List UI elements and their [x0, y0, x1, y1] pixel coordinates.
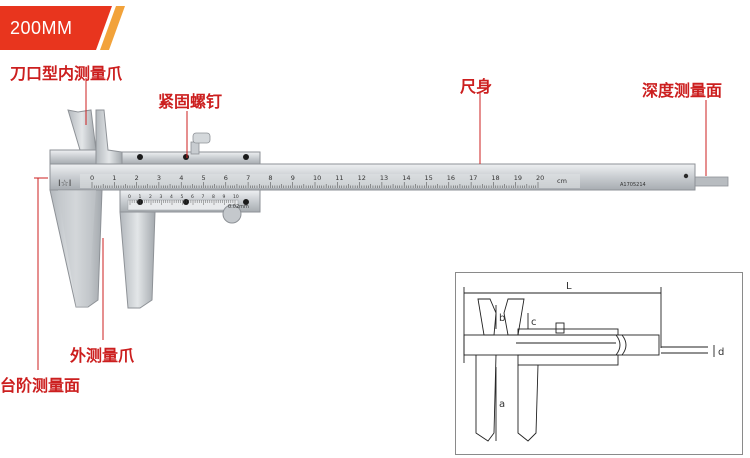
- size-badge: 200MM: [0, 6, 125, 50]
- scale-number: 14: [402, 174, 410, 182]
- vernier-note: 0.02mm: [228, 204, 249, 210]
- scale-number: 10: [313, 174, 321, 182]
- scale-number: 19: [514, 174, 522, 182]
- vernier-number: 6: [191, 194, 194, 200]
- dim-c: c: [531, 317, 537, 328]
- inner-jaw-moving: [95, 109, 123, 165]
- dim-a: a: [499, 399, 505, 410]
- label-outer-jaw: 外测量爪: [70, 346, 135, 365]
- scale-number: 3: [157, 174, 161, 182]
- scale-number: 16: [447, 174, 455, 182]
- scale-number: 13: [380, 174, 388, 182]
- vernier-number: 1: [139, 194, 142, 200]
- size-badge-text: 200MM: [10, 18, 73, 38]
- thumb-roller: [222, 204, 242, 224]
- vernier-number: 5: [181, 194, 184, 200]
- inner-jaw-fixed: [67, 109, 97, 151]
- dim-d: d: [718, 347, 724, 358]
- scale-number: 6: [224, 174, 228, 182]
- label-inner-jaw: 刀口型内测量爪: [10, 64, 123, 83]
- scale-number: 5: [202, 174, 206, 182]
- scale-number: 7: [246, 174, 250, 182]
- scale-number: 1: [112, 174, 116, 182]
- label-lock-screw: 紧固螺钉: [158, 92, 223, 111]
- scale-number: 2: [135, 174, 139, 182]
- scale-number: 17: [469, 174, 477, 182]
- scale-number: 4: [179, 174, 183, 182]
- badge-shape: [0, 6, 125, 50]
- vernier-number: 2: [149, 194, 152, 200]
- vernier-number: 8: [212, 194, 215, 200]
- label-depth-face: 深度测量面: [642, 81, 723, 100]
- lock-screw: [192, 132, 211, 144]
- dimension-drawing-svg: L b c d a: [463, 281, 724, 442]
- vernier-number: 3: [160, 194, 163, 200]
- vernier-number: 10: [233, 194, 239, 200]
- label-main-beam: 尺身: [460, 77, 493, 96]
- leader-lines: [34, 78, 707, 370]
- serial-number: A1705214: [620, 182, 646, 188]
- scale-number: 8: [268, 174, 272, 182]
- scale-number: 9: [291, 174, 295, 182]
- scale-number: 0: [90, 174, 94, 182]
- vernier-scale-ticks: 0 1 2 3 4 5 6 7 8 9 10: [128, 194, 239, 205]
- vernier-number: 0: [128, 194, 131, 200]
- vernier-number: 9: [223, 194, 226, 200]
- brand-logo: I☆I: [58, 179, 71, 189]
- scale-number: 20: [536, 174, 544, 182]
- vernier-number: 7: [202, 194, 205, 200]
- label-step-face: 台阶测量面: [0, 376, 81, 395]
- main-scale-ticks: [91, 182, 539, 188]
- scale-unit: cm: [557, 177, 567, 185]
- outer-jaw-moving: [119, 211, 156, 309]
- vernier-number: 4: [170, 194, 173, 200]
- dim-L: L: [566, 281, 572, 292]
- dimension-drawing: L b c d a: [455, 272, 743, 455]
- scale-number: 15: [425, 174, 433, 182]
- depth-rod: [689, 176, 729, 187]
- scale-number: 12: [358, 174, 366, 182]
- scale-number: 11: [335, 174, 343, 182]
- dim-b: b: [499, 313, 505, 324]
- scale-number: 18: [491, 174, 499, 182]
